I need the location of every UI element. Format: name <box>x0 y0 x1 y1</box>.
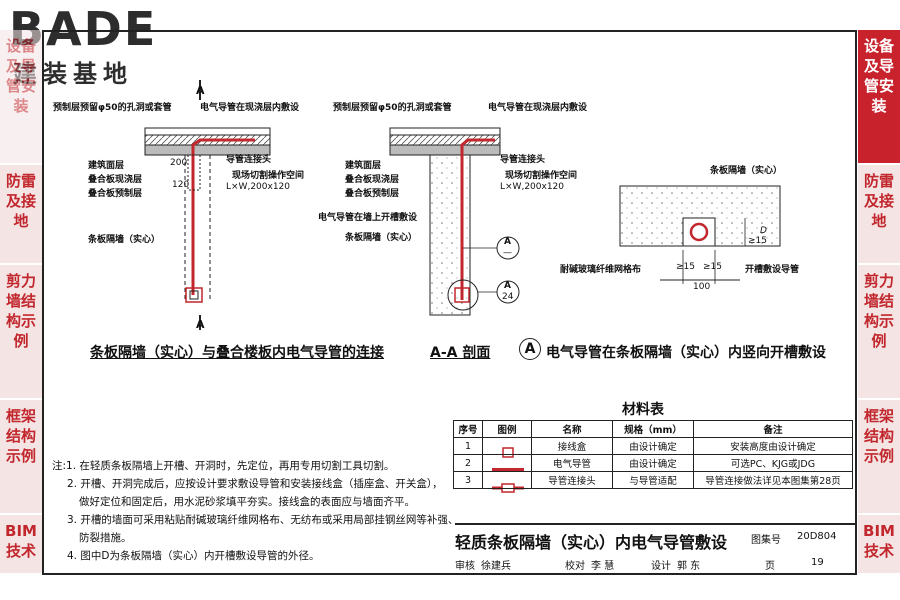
junction-box <box>185 287 203 303</box>
note-line: 3. 开槽的墙面可采用粘贴耐碱玻璃纤维网格布、无纺布或采用局部挂钢丝网等补强、 <box>67 514 459 526</box>
junction-box-inner <box>189 290 199 300</box>
notes-block: 注:1. 在轻质条板隔墙上开槽、开洞时，先定位，再用专用切割工具切割。 2. 开… <box>52 457 459 565</box>
slot <box>682 217 716 247</box>
label-conduit-cast: 电气导管在现浇层内敷设 <box>200 103 300 113</box>
bubble-24: 24 <box>502 292 514 302</box>
caption-left: 条板隔墙（实心）与叠合楼板内电气导管的连接 <box>90 345 384 361</box>
designer: 郭 东 <box>677 561 701 572</box>
note-line: 防裂措施。 <box>79 532 132 544</box>
side-tab-frame[interactable]: 框架结构示例 <box>0 400 42 515</box>
label-precast-layer: 叠合板预制层 <box>88 189 143 199</box>
table-row: 3 导管连接头 与导管适配 导管连接做法详见本图集第28页 <box>453 471 853 489</box>
title-block: 轻质条板隔墙（实心）内电气导管敷设 图集号 20D804 审核 徐建兵 校对 李… <box>455 523 855 575</box>
table-row: 1 接线盒 由设计确定 安装高度由设计确定 <box>453 437 853 455</box>
review-label: 审核 <box>455 561 475 572</box>
note-line: 4. 图中D为条板隔墙（实心）内开槽敷设导管的外径。 <box>67 550 320 562</box>
mid-label-precast: 叠合板预制层 <box>345 189 400 199</box>
side-tab-bim-r[interactable]: BIM技术 <box>858 515 900 575</box>
mid-label-floor: 建筑面层 <box>345 161 382 171</box>
label-wall: 条板隔墙（实心） <box>88 235 161 245</box>
precast-layer <box>144 144 271 156</box>
mid-label-slot: 电气导管在墙上开槽敷设 <box>318 213 418 223</box>
caption-right-mark: A <box>519 338 541 360</box>
bubble-dash: — <box>503 248 512 258</box>
floor-layer <box>144 127 271 136</box>
page-label: 页 <box>765 561 775 572</box>
side-tab-frame-r[interactable]: 框架结构示例 <box>858 400 900 515</box>
bubble-a: A <box>504 237 511 247</box>
label-floor: 建筑面层 <box>88 161 125 171</box>
drawing-frame <box>42 30 857 575</box>
conduit-section <box>689 222 709 242</box>
section-mark-bottom: A <box>196 318 205 331</box>
detail-circle <box>447 279 479 311</box>
dim-120: 120 <box>172 180 190 190</box>
right-label-mesh: 耐碱玻璃纤维网格布 <box>560 265 642 275</box>
mid-label-cast: 叠合板现浇层 <box>345 175 400 185</box>
mid-label-space: 现场切割操作空间 <box>505 171 578 181</box>
cut-space <box>187 154 201 191</box>
side-tab-bim[interactable]: BIM技术 <box>0 515 42 575</box>
label-connector: 导管连接头 <box>226 155 272 165</box>
label-lw: L×W,200x120 <box>226 182 290 192</box>
mid-label-hole: 预制层预留φ50的孔洞或套管 <box>333 103 452 113</box>
table-row: 2 电气导管 由设计确定 可选PC、KJG或JDG <box>453 454 853 472</box>
table-header-row: 序号 图例 名称 规格（mm） 备注 <box>453 420 853 438</box>
check-label: 校对 <box>565 561 585 572</box>
left-detail <box>144 80 271 330</box>
side-tab-shear-wall[interactable]: 剪力墙结构示例 <box>0 265 42 400</box>
side-tab-shear-wall-r[interactable]: 剪力墙结构示例 <box>858 265 900 400</box>
caption-middle: A-A 剖面 <box>430 345 491 361</box>
page-number: 19 <box>811 557 824 568</box>
note-line: 注:1. 在轻质条板隔墙上开槽、开洞时，先定位，再用专用切割工具切割。 <box>52 460 395 472</box>
caption-right: 电气导管在条板隔墙（实心）内竖向开槽敷设 <box>546 345 826 361</box>
label-hole: 预制层预留φ50的孔洞或套管 <box>53 103 172 113</box>
checker: 李 慧 <box>591 561 615 572</box>
note-line: 做好定位和固定后，用水泥砂浆填平夯实。接线盒的表面应与墙面齐平。 <box>79 496 415 508</box>
atlas-label: 图集号 <box>751 535 781 546</box>
side-tab-lightning-r[interactable]: 防雷及接地 <box>858 165 900 265</box>
section-mark-top: A <box>196 84 205 97</box>
design-label: 设计 <box>651 561 671 572</box>
bubble-a2: A <box>504 281 511 291</box>
drawing-title: 轻质条板隔墙（实心）内电气导管敷设 <box>455 533 728 552</box>
mid-label-wall: 条板隔墙（实心） <box>345 233 418 243</box>
dim-15b: ≥15 <box>703 262 722 272</box>
materials-table: 序号 图例 名称 规格（mm） 备注 1 接线盒 由设计确定 安装高度由设计确定… <box>453 420 853 489</box>
dim-100: 100 <box>693 282 711 292</box>
dim-d: D <box>760 226 767 236</box>
right-label-slot: 开槽敷设导管 <box>745 265 800 275</box>
label-cast-layer: 叠合板现浇层 <box>88 175 143 185</box>
note-line: 2. 开槽、开洞完成后，应按设计要求敷设导管和安装接线盒（插座盒、开关盒）， <box>67 478 443 490</box>
middle-detail <box>389 127 520 316</box>
side-tab-lightning[interactable]: 防雷及接地 <box>0 165 42 265</box>
materials-title: 材料表 <box>622 402 664 418</box>
right-detail <box>619 185 781 284</box>
reviewer: 徐建兵 <box>481 561 511 572</box>
side-tab-equipment[interactable]: 设备及导管安装 <box>0 30 42 165</box>
dim-15c: ≥15 <box>748 236 767 246</box>
wall-section <box>429 154 471 316</box>
side-tab-equipment-active[interactable]: 设备及导管安装 <box>858 30 900 165</box>
mid-label-lw: L×W,200x120 <box>500 182 564 192</box>
dim-200: 200 <box>170 158 188 168</box>
mid-label-connector: 导管连接头 <box>500 155 546 165</box>
dim-15a: ≥15 <box>676 262 695 272</box>
label-space: 现场切割操作空间 <box>232 171 305 181</box>
conduit <box>191 138 255 295</box>
atlas-number: 20D804 <box>797 531 837 542</box>
right-label-wall: 条板隔墙（实心） <box>710 166 783 176</box>
mid-label-conduit-cast: 电气导管在现浇层内敷设 <box>488 103 588 113</box>
